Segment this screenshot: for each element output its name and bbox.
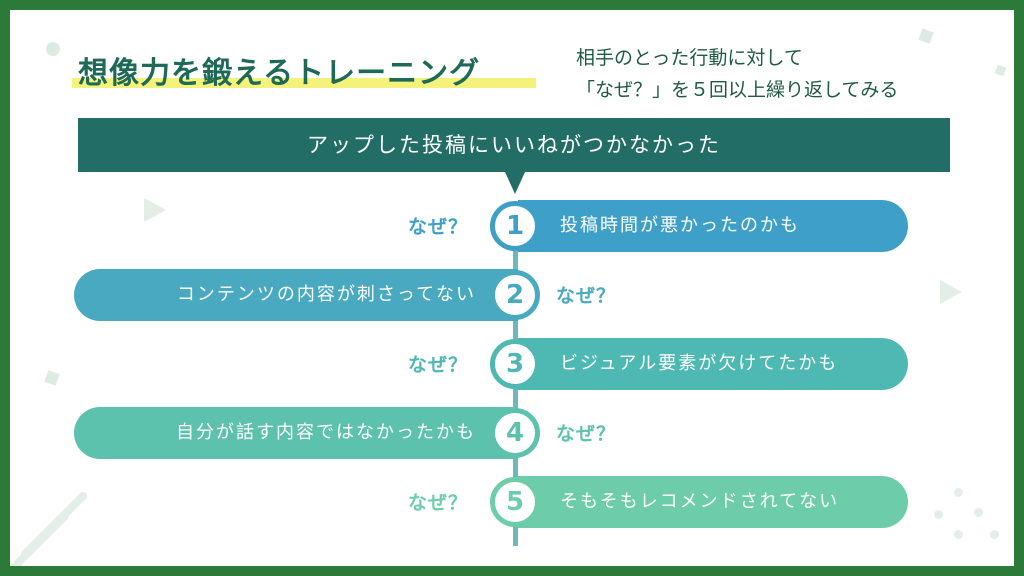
- page-title: 想像力を鍛えるトレーニング: [78, 56, 481, 91]
- step-1-number: 1: [490, 201, 540, 251]
- step-3-why-label: なぜ？: [408, 354, 469, 376]
- event-header: アップした投稿にいいねがつかなかった: [78, 118, 950, 172]
- decor-dot: [934, 510, 943, 519]
- instruction-note: 相手のとった行動に対して 「なぜ？」を５回以上繰り返してみる: [576, 42, 898, 106]
- step-1-why-label: なぜ？: [408, 216, 469, 238]
- decor-square: [918, 28, 934, 44]
- decor-triangle: [144, 198, 166, 222]
- slide: 想像力を鍛えるトレーニング 相手のとった行動に対して 「なぜ？」を５回以上繰り返…: [10, 10, 1014, 566]
- step-2-number: 2: [490, 270, 540, 320]
- decor-dot: [46, 42, 60, 56]
- step-2-why-label: なぜ？: [556, 285, 617, 307]
- decor-dot: [974, 508, 983, 517]
- header-pointer: [505, 172, 525, 194]
- decor-square: [44, 370, 60, 386]
- step-3-answer: ビジュアル要素が欠けてたかも: [518, 338, 908, 390]
- title-highlight: [72, 78, 536, 88]
- decor-dot: [990, 530, 999, 539]
- step-4-why-label: なぜ？: [556, 423, 617, 445]
- decor-dot: [954, 530, 963, 539]
- step-5-number: 5: [490, 477, 540, 527]
- instruction-line-1: 相手のとった行動に対して: [576, 47, 803, 69]
- step-5-why-label: なぜ？: [408, 492, 469, 514]
- instruction-line-2: 「なぜ？」を５回以上繰り返してみる: [576, 79, 899, 101]
- step-3-number: 3: [490, 339, 540, 389]
- step-4-number: 4: [490, 408, 540, 458]
- step-5-answer: そもそもレコメンドされてない: [518, 476, 908, 528]
- step-2-answer: コンテンツの内容が刺さってない: [74, 269, 518, 321]
- decor-stripe: [10, 510, 71, 566]
- step-4-answer: 自分が話す内容ではなかったかも: [74, 407, 518, 459]
- decor-dot: [954, 488, 963, 497]
- decor-square: [994, 64, 1007, 77]
- decor-triangle: [940, 280, 962, 304]
- step-1-answer: 投稿時間が悪かったのかも: [518, 200, 908, 252]
